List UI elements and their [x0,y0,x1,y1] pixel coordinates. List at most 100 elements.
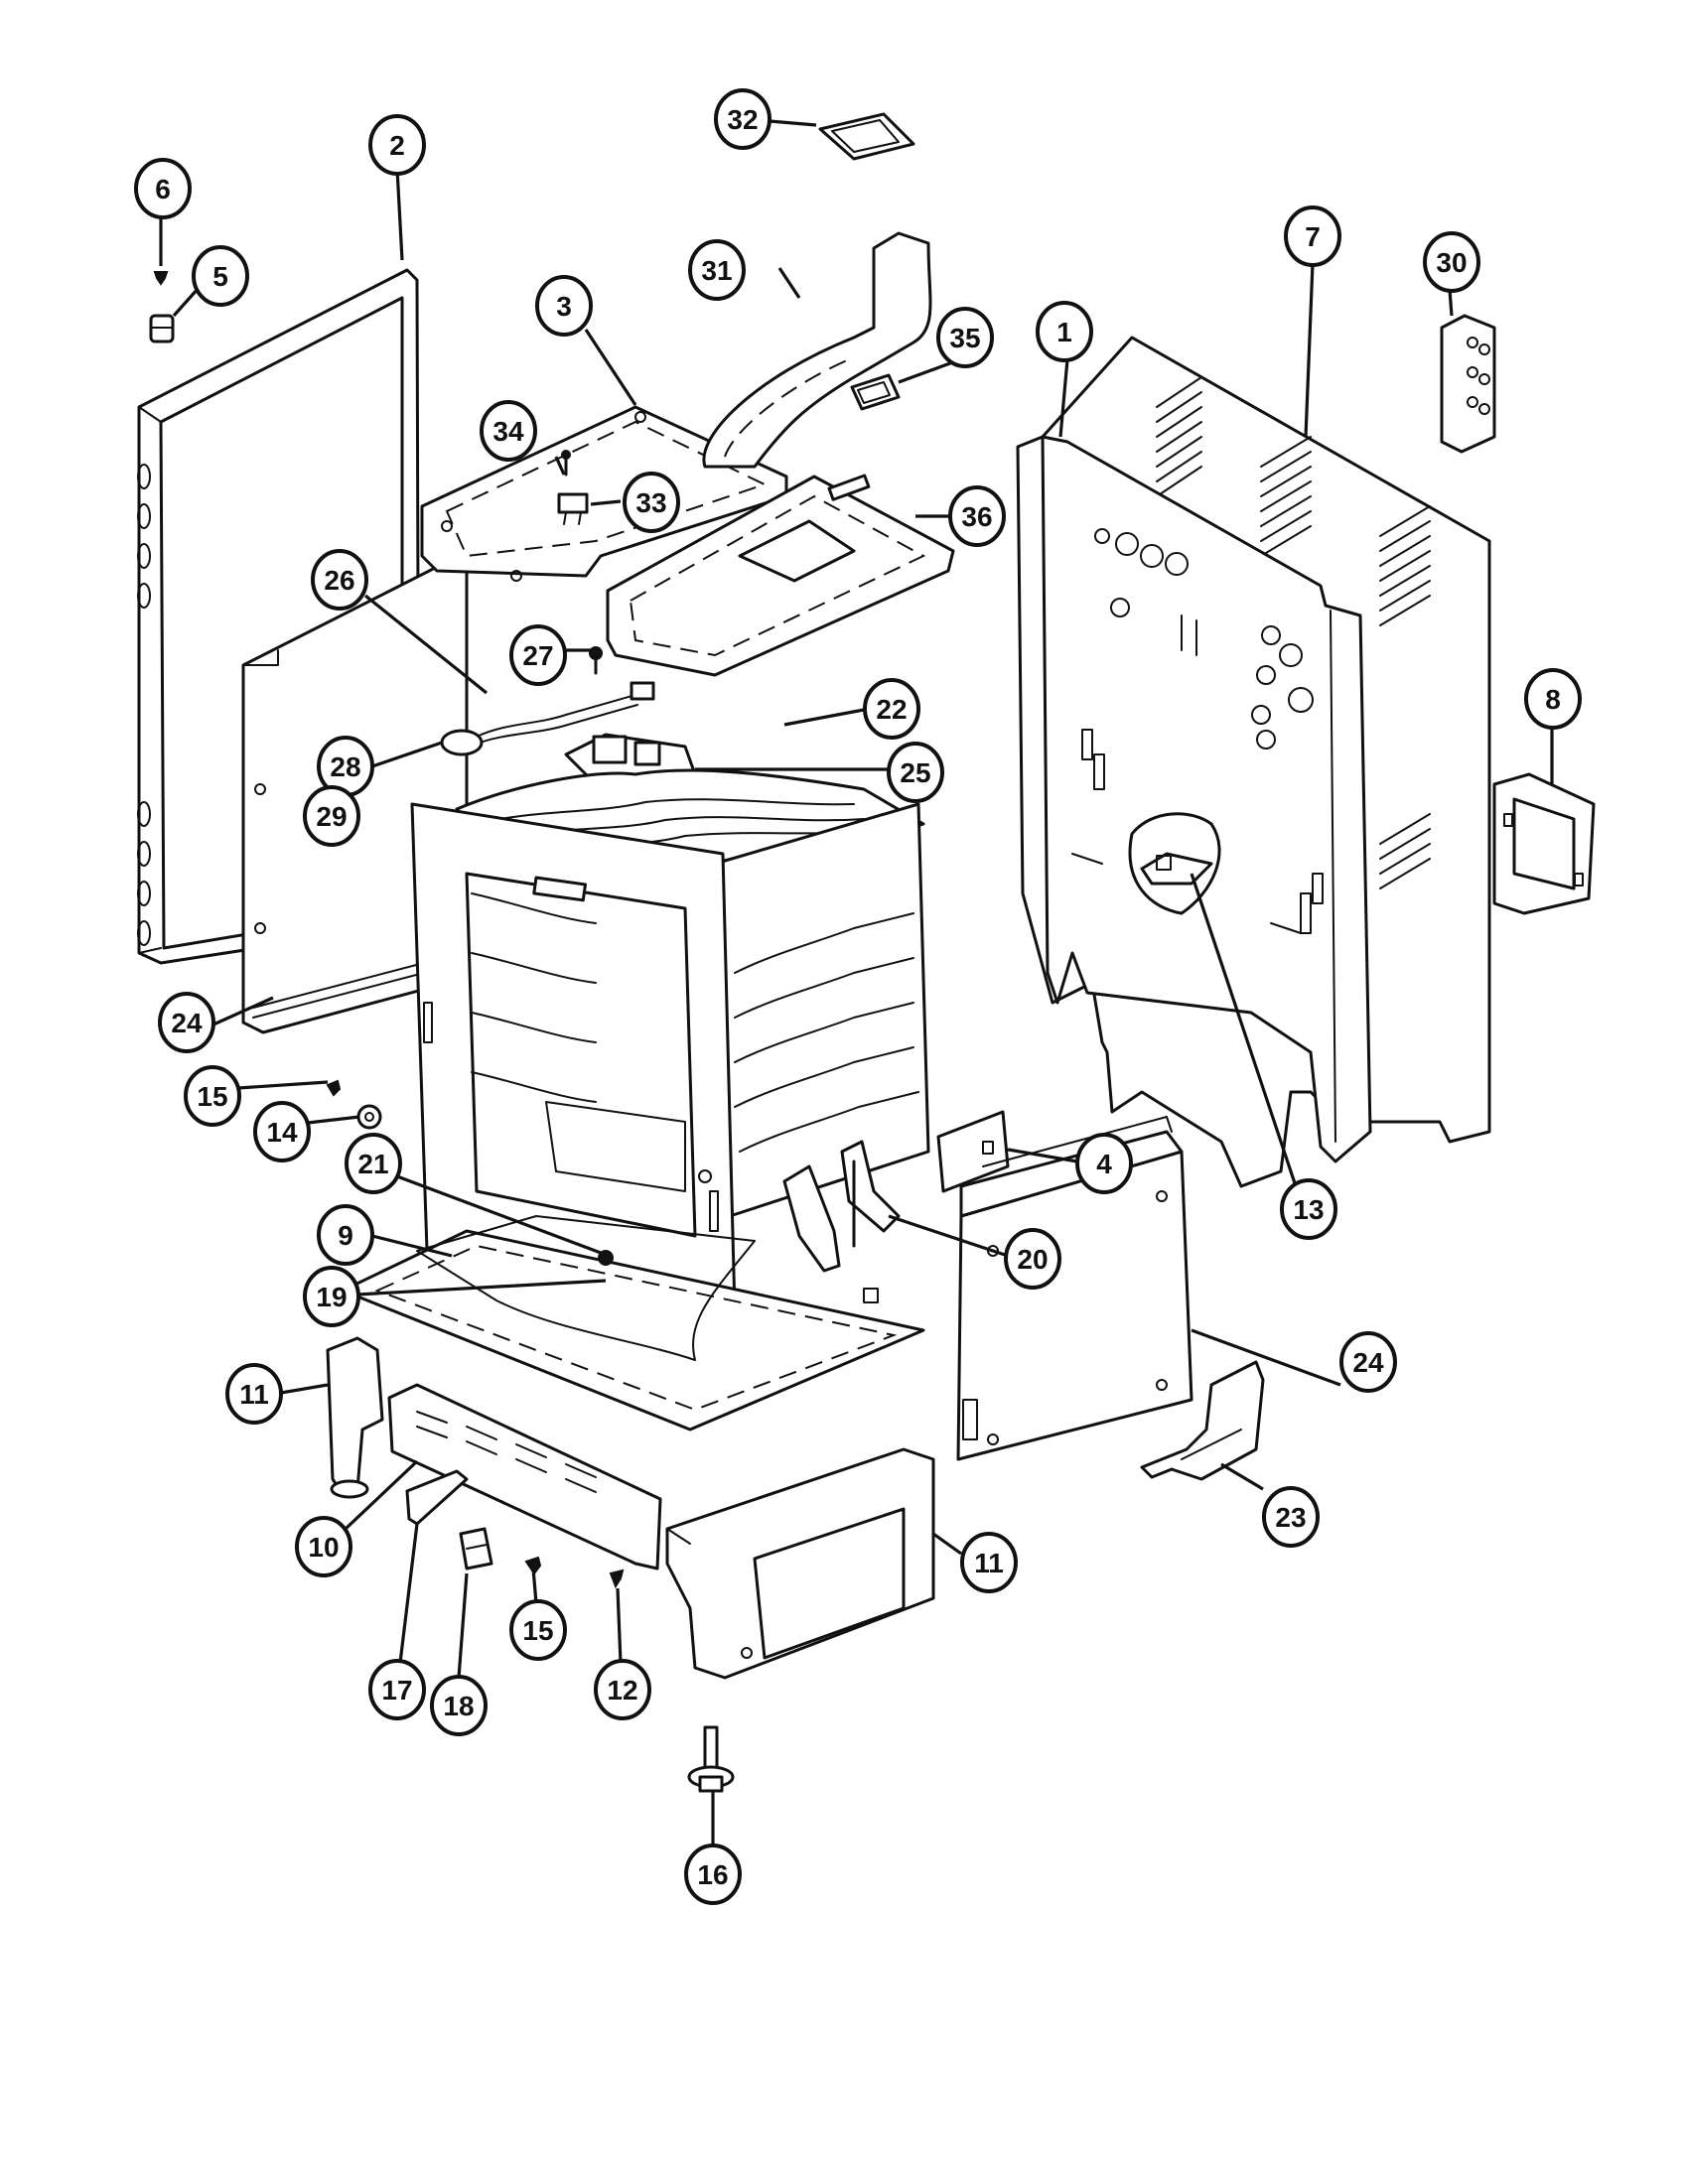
gasket-part [818,112,915,161]
callout-11a: 11 [225,1363,283,1425]
callout-circle [225,1363,283,1425]
callout-number: 6 [155,174,171,205]
callout-number: 27 [522,640,553,671]
callout-circle [1423,231,1480,293]
callout-number: 25 [900,757,930,788]
callout-circle [368,114,426,176]
callout-number: 33 [635,487,666,518]
callout-circle [948,485,1006,547]
callout-circle [714,88,772,150]
callout-circle [509,624,567,686]
callout-circle [863,678,920,740]
callout-number: 35 [949,323,980,353]
callout-13: 13 [1280,1178,1337,1240]
callout-19: 19 [303,1266,360,1327]
callout-number: 22 [876,694,907,725]
callout-31: 31 [688,239,746,301]
callout-circle [368,1659,426,1720]
callout-number: 7 [1305,221,1321,252]
callout-circle [311,549,368,611]
callout-9: 9 [317,1204,374,1266]
callout-circle [1004,1228,1061,1290]
callout-number: 4 [1096,1149,1112,1179]
callout-8: 8 [1524,668,1582,730]
callout-number: 36 [961,501,992,532]
callout-circle [303,785,360,847]
callout-circle [1280,1178,1337,1240]
callout-number: 24 [171,1008,203,1038]
screw-27-part [589,646,603,675]
callout-22: 22 [863,678,920,740]
callout-32: 32 [714,88,772,150]
callout-circle [684,1843,742,1905]
callout-number: 30 [1436,247,1467,278]
callout-number: 11 [239,1379,269,1410]
rail-bracket-part [405,1469,469,1526]
callout-number: 15 [197,1081,227,1112]
callout-circle [158,992,215,1053]
callout-number: 26 [324,565,354,596]
callout-number: 1 [1056,317,1072,347]
junction-frame-part [1492,772,1596,915]
oven-cavity-part [410,768,930,1312]
callout-33: 33 [623,472,680,533]
callout-circle [253,1101,311,1162]
kick-panel-part [387,1383,662,1570]
callout-14: 14 [253,1101,311,1162]
rear-inner-panel-part [1041,435,1372,1163]
terminal-block-part [1440,314,1496,454]
callout-24a: 24 [158,992,215,1053]
callout-number: 13 [1293,1194,1324,1225]
callout-28: 28 [317,736,374,797]
callout-circle [192,245,249,307]
callout-10: 10 [295,1516,352,1577]
callout-circle [535,275,593,337]
callout-number: 24 [1352,1347,1384,1378]
callout-circle [1284,205,1341,267]
angle-bracket-part [1140,1360,1265,1481]
callout-18: 18 [430,1675,488,1736]
top-shield-plate-part [606,474,955,677]
callout-circle [317,1204,374,1266]
switch-part [557,492,589,525]
callout-1: 1 [1036,301,1093,362]
callout-number: 11 [974,1548,1004,1578]
callout-number: 28 [330,751,360,782]
callout-number: 16 [697,1859,728,1890]
callout-16: 16 [684,1843,742,1905]
callout-25: 25 [887,742,944,803]
callout-circle [887,742,944,803]
vent-duct-part [702,231,932,469]
screw-21-part [598,1250,614,1266]
callout-number: 8 [1545,684,1561,715]
callout-3: 3 [535,275,593,337]
top-plate-part [420,405,788,582]
callout-circle [184,1065,241,1127]
callout-circle [594,1659,651,1720]
callout-circle [509,1599,567,1661]
hinge-bracket-part [936,1110,1010,1193]
callout-circle [295,1516,352,1577]
callout-15b: 15 [509,1599,567,1661]
callout-number: 2 [389,130,405,161]
callout-circle [623,472,680,533]
callout-circle [960,1532,1018,1593]
callout-layer: 1 2 3 4 5 6 7 8 9 10 11 11 12 13 14 15 1… [134,88,1582,1905]
callout-12: 12 [594,1659,651,1720]
callout-20: 20 [1004,1228,1061,1290]
callout-circle [134,158,192,219]
nut-part [356,1104,382,1130]
callout-number: 12 [607,1675,637,1706]
callout-number: 3 [556,291,572,322]
callout-number: 34 [492,416,524,447]
callout-circle [936,307,994,368]
callout-5: 5 [192,245,249,307]
screw-part [153,271,169,286]
screw-34-part [561,450,571,477]
callout-circle [1036,301,1093,362]
clip-part [459,1527,493,1570]
callout-number: 29 [316,801,347,832]
callout-circle [430,1675,488,1736]
callout-6: 6 [134,158,192,219]
screw-12-part [609,1569,625,1589]
